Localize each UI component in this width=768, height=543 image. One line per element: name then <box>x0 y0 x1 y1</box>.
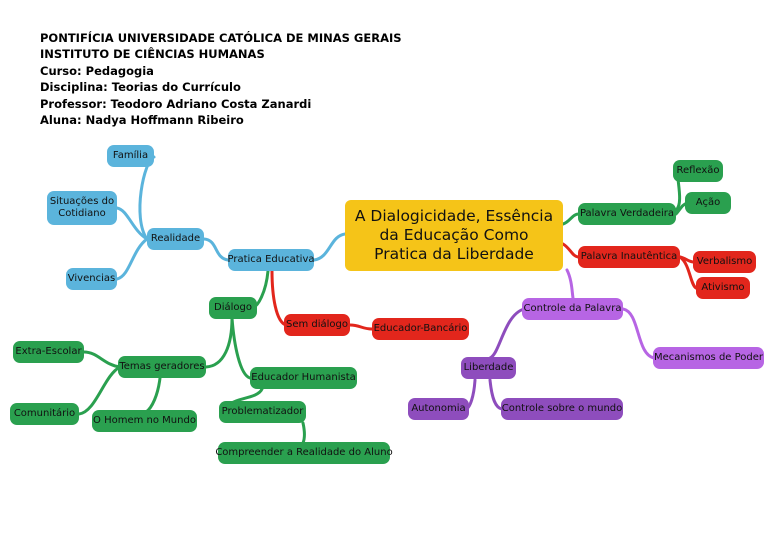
header-line-student: Aluna: Nadya Hoffmann Ribeiro <box>40 113 244 128</box>
edge-central-verdadeira <box>561 212 581 226</box>
node-controle-da-palavra[interactable]: Controle da Palavra <box>522 298 623 320</box>
node-extra-escolar[interactable]: Extra-Escolar <box>13 341 84 363</box>
edge-liberdade-controle-mundo <box>488 378 504 411</box>
node-o-homem-no-mundo[interactable]: O Homem no Mundo <box>92 410 197 432</box>
edge-temas-homem <box>144 376 162 414</box>
edge-realidade-situacoes <box>115 206 149 241</box>
node-dialogo[interactable]: Diálogo <box>209 297 257 319</box>
header-line-professor: Professor: Teodoro Adriano Costa Zanardi <box>40 96 312 111</box>
node-sem-dialogo[interactable]: Sem diálogo <box>284 314 350 336</box>
header-line-discipline: Disciplina: Teorias do Currículo <box>40 80 241 95</box>
node-comunitario[interactable]: Comunitário <box>10 403 79 425</box>
node-autonomia[interactable]: Autonomia <box>408 398 469 420</box>
node-temas-geradores[interactable]: Temas geradores <box>118 356 206 378</box>
edge-semdialogo-bancario <box>348 323 374 331</box>
node-situacoes-do-cotidiano[interactable]: Situações do Cotidiano <box>47 191 117 225</box>
node-compreender-a-realidade-do-aluno[interactable]: Compreender a Realidade do Aluno <box>215 442 393 464</box>
edge-central-inautentica <box>561 242 580 259</box>
node-ativismo[interactable]: Ativismo <box>696 277 750 299</box>
node-familia[interactable]: Família <box>107 145 154 167</box>
header-line-institute: INSTITUTO DE CIÊNCIAS HUMANAS <box>40 47 265 62</box>
node-mecanismos-de-poder[interactable]: Mecanismos de Poder <box>653 347 764 369</box>
edge-pratica-realidade <box>202 237 230 262</box>
node-verbalismo[interactable]: Verbalismo <box>693 251 756 273</box>
node-vivencias[interactable]: Vivencias <box>66 268 117 290</box>
edge-temas-extra <box>82 350 122 369</box>
node-pratica-educativa[interactable]: Pratica Educativa <box>228 249 315 271</box>
edge-controle-liberdade <box>488 307 526 360</box>
node-controle-sobre-o-mundo[interactable]: Controle sobre o mundo <box>501 398 623 420</box>
edge-inautentica-ativismo <box>678 255 698 290</box>
edge-temas-comunitario <box>77 365 122 416</box>
edge-problematizador-compreender <box>301 421 306 445</box>
node-problematizador[interactable]: Problematizador <box>219 401 306 423</box>
edge-controle-mecanismos <box>621 307 656 360</box>
node-realidade[interactable]: Realidade <box>147 228 204 250</box>
node-palavra-inautentica[interactable]: Palavra Inautêntica <box>578 246 680 268</box>
edge-realidade-familia <box>138 155 156 241</box>
edge-dialogo-educador <box>230 316 252 380</box>
edge-central-pratica <box>312 232 347 262</box>
document-header: PONTIFÍCIA UNIVERSIDADE CATÓLICA DE MINA… <box>40 30 402 128</box>
edge-dialogo-temas <box>204 316 234 369</box>
node-educador-humanista[interactable]: Educador Humanista <box>250 367 357 389</box>
node-palavra-verdadeira[interactable]: Palavra Verdadeira <box>578 203 676 225</box>
central-topic[interactable]: A Dialogicidade, Essência da Educação Co… <box>345 200 563 271</box>
edge-central-controle <box>565 268 575 300</box>
node-acao[interactable]: Ação <box>685 192 731 214</box>
node-liberdade[interactable]: Liberdade <box>461 357 516 379</box>
node-educador-bancario[interactable]: Educador-Bancário <box>372 318 469 340</box>
edge-pratica-semdialogo <box>270 269 288 327</box>
header-line-course: Curso: Pedagogia <box>40 63 154 78</box>
header-line-university: PONTIFÍCIA UNIVERSIDADE CATÓLICA DE MINA… <box>40 31 402 45</box>
edge-realidade-vivencias <box>115 237 149 281</box>
node-reflexao[interactable]: Reflexão <box>673 160 723 182</box>
